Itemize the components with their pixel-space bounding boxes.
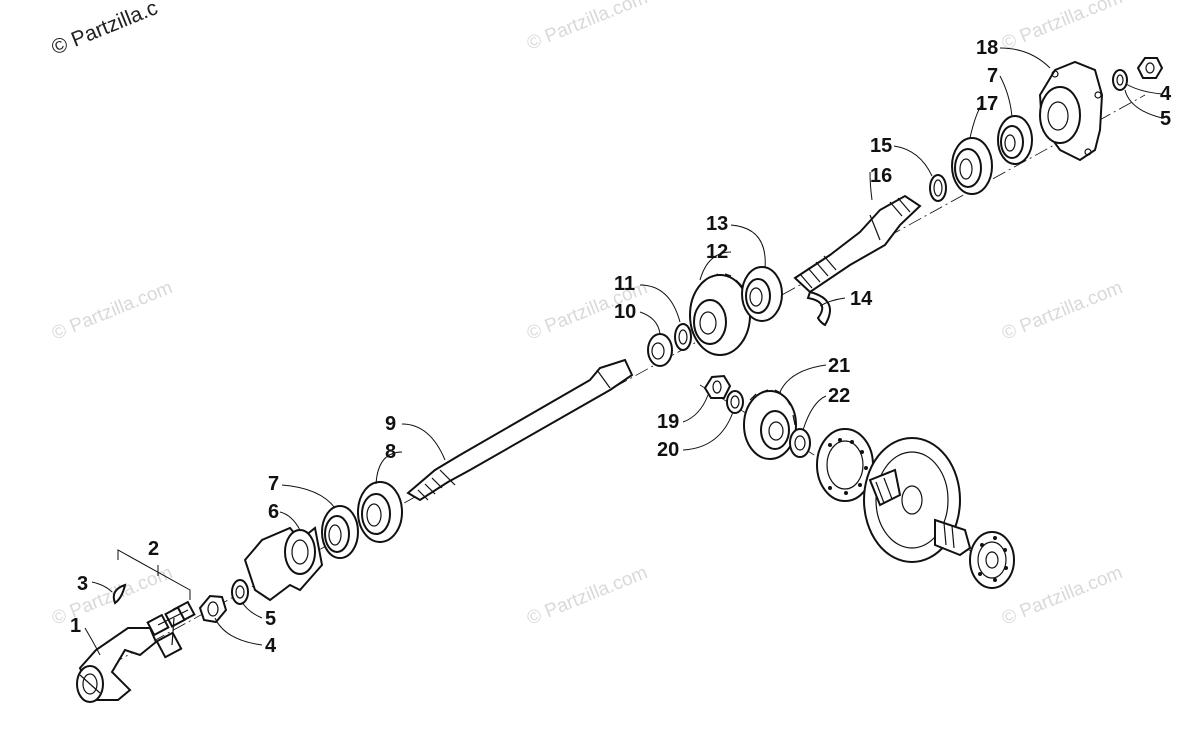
label-part-20: 20 <box>657 439 679 461</box>
label-part-21: 21 <box>828 355 850 377</box>
leader-lines <box>84 47 1163 656</box>
part-10-collar <box>647 333 673 367</box>
part-13-bearing <box>741 266 783 322</box>
label-part-18: 18 <box>976 37 998 59</box>
part-1-yoke <box>76 627 158 703</box>
part-18-hub <box>1038 60 1104 162</box>
part-7-seal-upper <box>997 115 1033 165</box>
part-16-output-shaft <box>793 194 922 294</box>
label-part-5: 5 <box>265 608 276 630</box>
label-part-7-upper: 7 <box>987 65 998 87</box>
part-22-washer <box>789 428 811 458</box>
part-2-bracket <box>117 549 191 600</box>
part-2-u-joint <box>146 600 196 659</box>
label-part-22: 22 <box>828 385 850 407</box>
label-part-11: 11 <box>614 273 635 295</box>
part-19-nut <box>703 374 732 399</box>
label-part-15: 15 <box>870 135 892 157</box>
label-part-8: 8 <box>385 441 396 463</box>
watermark: © Partzilla.com <box>524 562 651 629</box>
label-part-4-upper: 4 <box>1160 83 1172 105</box>
label-part-3: 3 <box>77 573 88 595</box>
part-15-snap-ring <box>929 174 947 202</box>
part-labels: 1 2 3 4 5 6 7 8 9 10 11 12 13 14 15 16 1… <box>70 37 1172 657</box>
part-11-washer <box>674 323 692 351</box>
part-12-bevel-gear <box>689 273 751 356</box>
watermark-corner: © Partzilla.c <box>48 0 161 60</box>
part-9-shaft <box>406 358 634 502</box>
part-4-nut-upper <box>1136 57 1164 79</box>
label-part-1: 1 <box>70 615 81 637</box>
watermark: © Partzilla.com <box>999 277 1126 344</box>
part-7-seal <box>321 505 359 559</box>
part-4-nut <box>198 594 228 624</box>
label-part-2: 2 <box>148 538 159 560</box>
part-5-washer <box>231 579 249 605</box>
label-part-4: 4 <box>265 635 277 657</box>
gear-cluster <box>816 428 1015 589</box>
label-part-6: 6 <box>268 501 279 523</box>
part-20-washer <box>726 390 744 414</box>
watermark: © Partzilla.com <box>524 0 651 55</box>
label-part-19: 19 <box>657 411 679 433</box>
part-5-washer-upper <box>1112 69 1128 91</box>
label-part-10: 10 <box>614 301 636 323</box>
label-part-5-upper: 5 <box>1160 108 1171 130</box>
watermark: © Partzilla.com <box>999 0 1126 55</box>
watermark: © Partzilla.com <box>999 562 1126 629</box>
label-part-7: 7 <box>268 473 279 495</box>
label-part-9: 9 <box>385 413 396 435</box>
label-part-13: 13 <box>706 213 728 235</box>
label-part-14: 14 <box>850 288 873 310</box>
part-14-snap-ring <box>806 290 831 327</box>
part-8-bearing <box>357 481 403 543</box>
part-6-flange-yoke <box>243 526 324 602</box>
label-part-17: 17 <box>976 93 998 115</box>
label-part-12: 12 <box>706 241 728 263</box>
watermark: © Partzilla.com <box>49 277 176 344</box>
part-3-clip <box>112 583 127 605</box>
label-part-16: 16 <box>870 165 892 187</box>
part-21-bevel-gear <box>743 389 797 460</box>
part-17-bearing <box>951 137 993 195</box>
